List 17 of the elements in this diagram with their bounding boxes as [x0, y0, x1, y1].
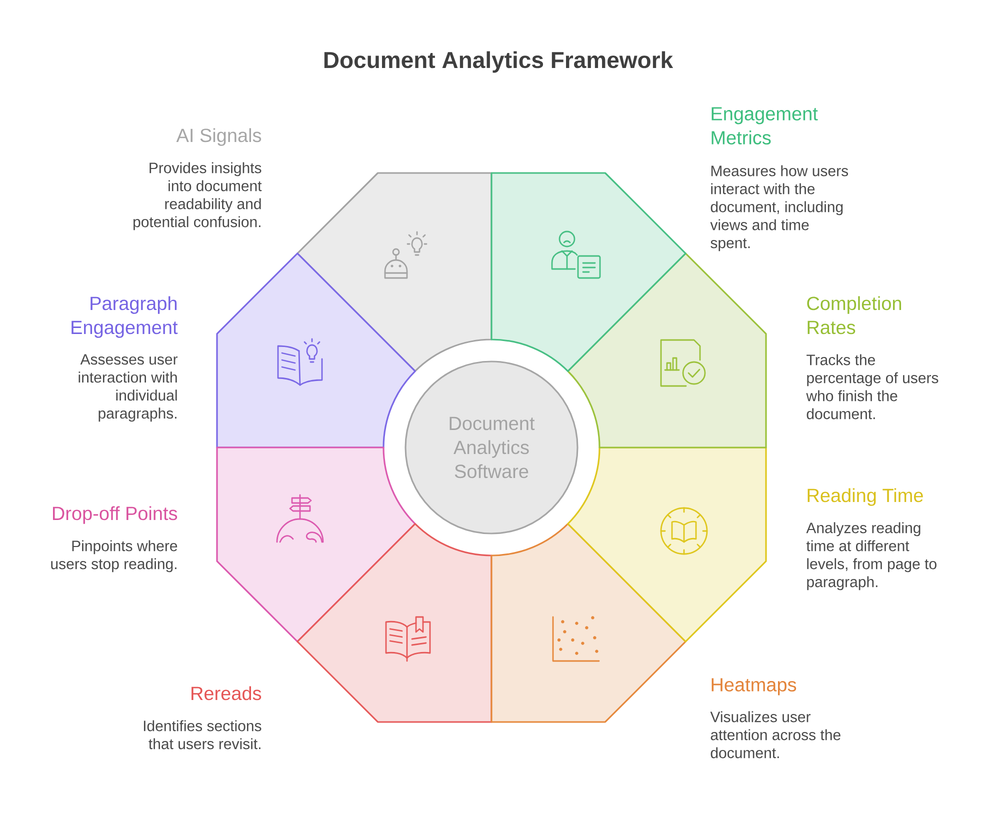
segment-description: Visualizes user attention across the document. — [710, 711, 840, 758]
segment-description: Analyzes reading time at different levels, from page to paragraph. — [806, 522, 936, 590]
segment-title: Drop-off Points — [53, 506, 178, 524]
segment-title: Heatmaps — [712, 678, 796, 696]
segment-description: Measures how users interact with the document, including views and time spent. — [710, 165, 848, 252]
segment-description: Pinpoints where users stop reading. — [51, 540, 178, 572]
segment-description: Provides insights into document readability and potential confusion. — [134, 162, 262, 230]
segment-title: AI Signals — [176, 128, 262, 146]
segment-title: Rereads — [192, 686, 262, 700]
title: Document Analytics Framework — [324, 51, 674, 73]
segment-title: Engagement Metrics — [712, 107, 818, 144]
segment-title: Completion Rates — [807, 296, 902, 334]
segment-description: Assesses user interaction with individual paragraphs. — [78, 354, 178, 422]
segment-title: Reading Time — [808, 488, 923, 506]
segment-title: Paragraph Engagement — [72, 296, 178, 338]
segment-description: Identifies sections that users revisit. — [144, 720, 262, 750]
segment-description: Tracks the percentage of users who finish the document. — [806, 354, 938, 420]
